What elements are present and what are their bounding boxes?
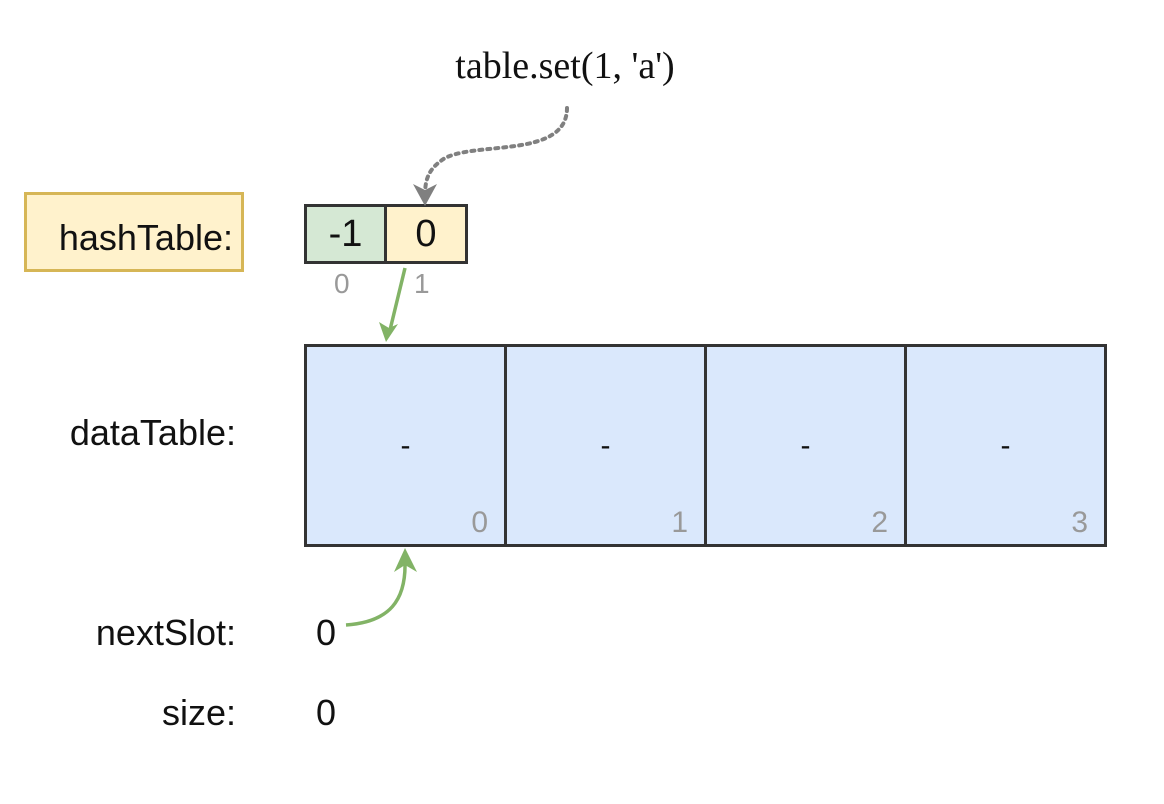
data-cell-value: - (800, 429, 811, 462)
data-cell-2: - 2 (704, 344, 907, 547)
data-cell-index: 2 (871, 506, 888, 539)
set-pointer-arrowhead (413, 184, 437, 206)
next-slot-label: nextSlot: (95, 612, 236, 653)
size-label: size: (161, 692, 236, 733)
hash-cell-value: -1 (328, 212, 363, 255)
data-cell-index: 3 (1071, 506, 1088, 539)
size-value: 0 (316, 692, 337, 733)
data-table-label: dataTable: (69, 412, 236, 453)
next-slot-value: 0 (316, 612, 337, 653)
data-cell-index: 0 (471, 506, 488, 539)
data-cell-value: - (400, 429, 411, 462)
hash-to-data-arrow (388, 267, 407, 331)
hash-index-1: 1 (414, 268, 430, 299)
data-cell-index: 1 (671, 506, 688, 539)
next-slot-arrowhead (394, 548, 417, 572)
hash-table-label-box: hashTable: (24, 192, 244, 272)
data-cell-3: - 3 (904, 344, 1107, 547)
set-pointer-arrow (423, 106, 569, 198)
hash-table-label: hashTable: (58, 217, 233, 258)
hash-cell-1: 0 (384, 204, 468, 264)
hash-to-data-arrowhead (379, 322, 398, 342)
hash-cell-value: 0 (415, 212, 437, 255)
data-cell-1: - 1 (504, 344, 707, 547)
next-slot-arrow (345, 561, 407, 627)
data-cell-value: - (600, 429, 611, 462)
operation-title: table.set(1, 'a') (455, 45, 675, 87)
hash-index-0: 0 (334, 268, 350, 299)
data-cell-value: - (1000, 429, 1011, 462)
